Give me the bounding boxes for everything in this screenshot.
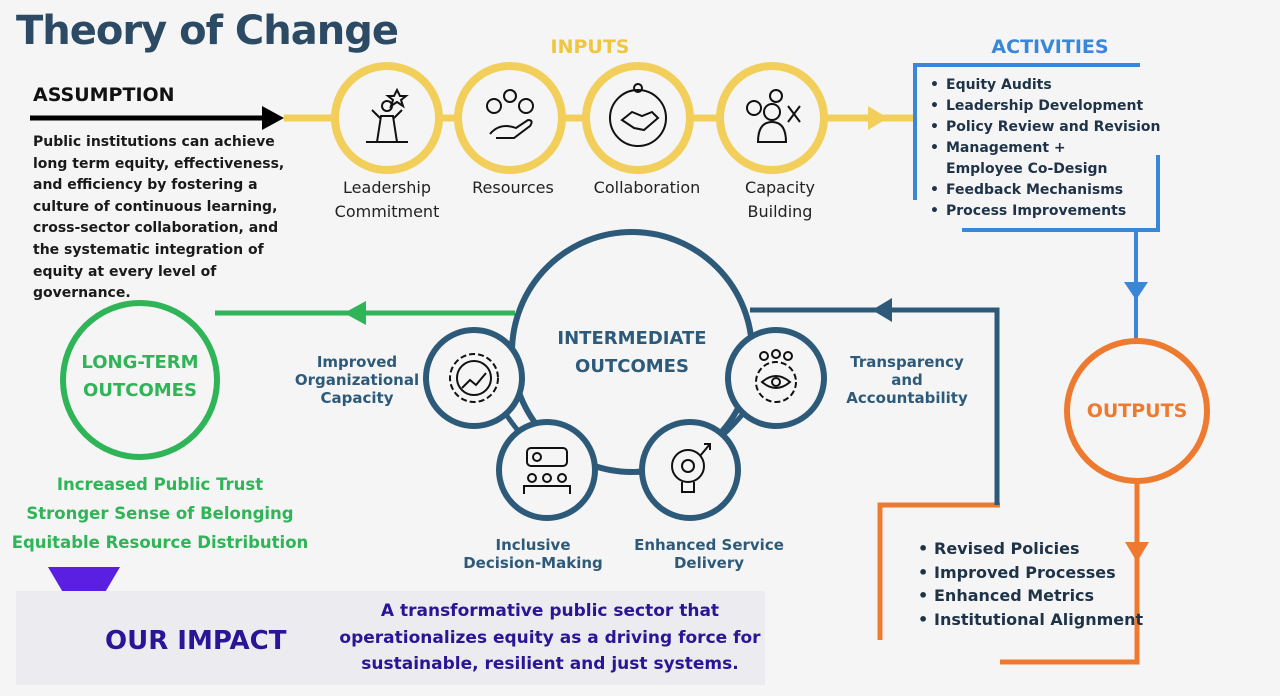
longterm-circle — [60, 300, 220, 460]
list-item: Process Improvements — [930, 201, 1161, 222]
leadership-icon — [366, 87, 409, 143]
input-circle-resources — [454, 62, 566, 174]
outcome-label: Improved Organizational Capacity — [294, 353, 420, 407]
list-item: Policy Review and Revision — [930, 117, 1161, 138]
outcome-circle-inclusive — [496, 419, 598, 521]
activities-list: Equity Audits Leadership Development Pol… — [930, 75, 1161, 222]
list-item: Leadership Development — [930, 96, 1161, 117]
team-discussion-icon — [523, 447, 571, 494]
outputs-heading: OUTPUTS — [1086, 400, 1188, 422]
outcome-label: Transparency and Accountability — [846, 353, 968, 407]
list-item: Institutional Alignment — [918, 608, 1143, 632]
list-item: Equity Audits — [930, 75, 1161, 96]
input-label: Capacity Building — [745, 178, 815, 221]
list-item: Stronger Sense of Belonging — [26, 504, 294, 523]
impact-heading: OUR IMPACT — [105, 626, 287, 656]
list-item: Revised Policies — [918, 537, 1143, 561]
list-item: Improved Processes — [918, 561, 1143, 585]
assumption-heading: ASSUMPTION — [33, 84, 175, 106]
input-label: Collaboration — [593, 178, 701, 197]
handshake-icon — [609, 83, 667, 147]
intermediate-heading: INTERMEDIATE OUTCOMES — [557, 328, 707, 377]
input-label: Resources — [472, 178, 554, 197]
assumption-text: Public institutions can achieve long ter… — [33, 134, 285, 302]
eye-gear-icon — [755, 349, 797, 403]
inputs-heading: INPUTS — [550, 36, 630, 58]
growth-gear-icon — [449, 353, 499, 403]
list-item: Feedback Mechanisms — [930, 180, 1161, 201]
arrowhead-icon — [344, 301, 366, 325]
list-item: Enhanced Metrics — [918, 584, 1143, 608]
outcome-circle-service — [639, 419, 741, 521]
impact-statement: A transformative public sector that oper… — [339, 601, 761, 674]
activities-heading: ACTIVITIES — [991, 36, 1109, 58]
lightbulb-gear-icon — [671, 443, 711, 493]
arrowhead-icon — [1124, 282, 1148, 300]
page-title: Theory of Change — [16, 8, 399, 54]
arrowhead-icon — [262, 106, 284, 130]
resources-icon — [486, 89, 534, 139]
input-circle-leadership — [331, 62, 443, 174]
outcome-label: Inclusive Decision-Making — [463, 536, 603, 572]
longterm-list: Increased Public Trust Stronger Sense of… — [10, 470, 310, 557]
input-circle-collaboration — [582, 62, 694, 174]
impact-panel — [16, 591, 765, 685]
input-circle-capacity — [716, 62, 828, 174]
capacity-icon — [746, 89, 801, 143]
list-item: Increased Public Trust — [56, 475, 264, 494]
outputs-list: Revised Policies Improved Processes Enha… — [918, 537, 1143, 632]
list-item: Equitable Resource Distribution — [11, 533, 309, 552]
list-item: Management + Employee Co-Design — [930, 138, 1140, 180]
longterm-heading: LONG-TERM OUTCOMES — [81, 352, 199, 401]
outcome-label: Enhanced Service Delivery — [634, 536, 784, 572]
arrowhead-icon — [868, 106, 888, 130]
outcome-circle-capacity — [423, 327, 525, 429]
input-label: Leadership Commitment — [334, 178, 440, 221]
feedback-line — [750, 307, 1000, 505]
arrowhead-icon — [872, 298, 892, 322]
